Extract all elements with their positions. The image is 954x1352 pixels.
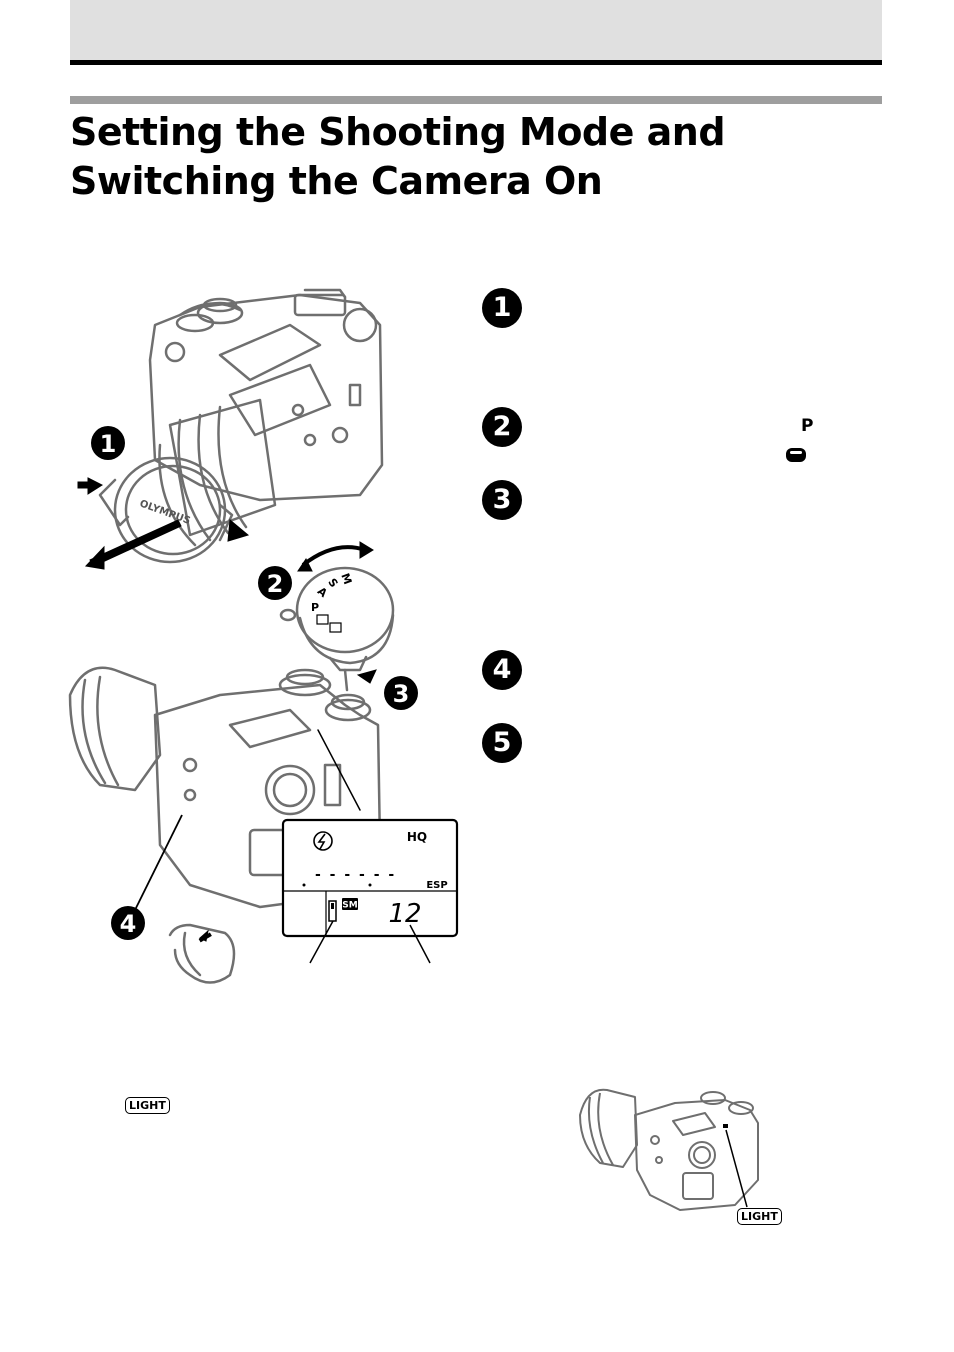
callout-3: 3 (393, 680, 410, 708)
battery-callout-line (309, 920, 334, 964)
header-rule (70, 60, 882, 65)
panel-esp: ESP (426, 880, 447, 891)
card-mode-icon (784, 446, 808, 469)
flash-off-icon (313, 831, 333, 851)
light-callout-line (725, 1129, 748, 1208)
panel-hq: HQ (407, 830, 427, 844)
page-title-line-2: Switching the Camera On (70, 159, 603, 203)
mode-dial-m: M (338, 571, 354, 586)
battery-level (331, 903, 334, 909)
panel-frames: 12 (388, 899, 421, 929)
panel-sm: SM (342, 901, 357, 911)
callout-2: 2 (267, 570, 284, 598)
panel-dot-2 (368, 883, 372, 887)
control-panel: HQ - - - - - - ESP SM 12 (281, 818, 459, 964)
callout-4: 4 (120, 910, 137, 938)
step-3-number: 3 (482, 480, 522, 520)
mode-dial-scene-icon (329, 622, 342, 633)
mode-dial-p: P (311, 601, 319, 614)
page-title-line-1: Setting the Shooting Mode and (70, 110, 726, 154)
mode-dial-auto-icon (316, 614, 329, 625)
light-button-marker (723, 1124, 728, 1128)
camera-illustration: 1 2 3 4 OLYMPUS M S A P HQ - - - - - - E… (68, 288, 459, 984)
page-title: Setting the Shooting Mode and Switching … (70, 108, 726, 206)
frames-callout-line (409, 924, 431, 964)
callout-1: 1 (100, 430, 117, 458)
light-button-badge-callout: LIGHT (737, 1208, 782, 1225)
panel-dot-1 (302, 883, 306, 887)
light-button-badge: LIGHT (125, 1097, 170, 1114)
step-5-number: 5 (482, 723, 522, 763)
step-4-number: 4 (482, 650, 522, 690)
step-2-number: 2 (482, 407, 522, 447)
header-band (70, 0, 882, 60)
camera-rear-small-illustration (579, 1088, 759, 1211)
title-rule (70, 96, 882, 104)
mode-p-symbol: P (801, 416, 814, 436)
panel-dashes: - - - - - - (315, 867, 396, 883)
sm-card-badge (342, 898, 358, 910)
step-1-number: 1 (482, 288, 522, 328)
